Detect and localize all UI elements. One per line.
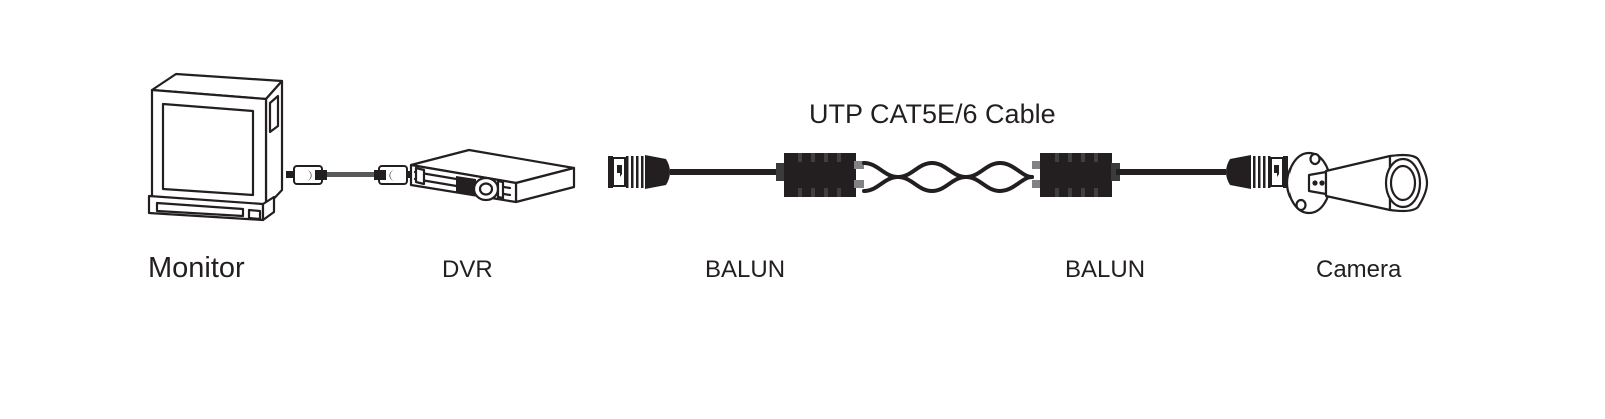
balun-right-assembly [1032, 152, 1288, 200]
dvr-label: DVR [442, 256, 493, 283]
rj45-connector-right [1270, 156, 1288, 188]
camera-label: Camera [1316, 256, 1402, 283]
balun-right-label: BALUN [1065, 256, 1146, 283]
balun-left-label: BALUN [705, 256, 786, 283]
monitor-label: Monitor [148, 252, 245, 284]
crt-monitor-icon [143, 68, 303, 223]
bnc-coax-cable [286, 160, 414, 190]
balun-left-assembly [608, 152, 864, 200]
twisted-pair-cable [862, 158, 1034, 196]
rj45-connector-left [608, 155, 670, 189]
bullet-camera-icon [1282, 141, 1432, 225]
utp-cable-title: UTP CAT5E/6 Cable [809, 99, 1056, 129]
dvr-icon [406, 148, 578, 216]
